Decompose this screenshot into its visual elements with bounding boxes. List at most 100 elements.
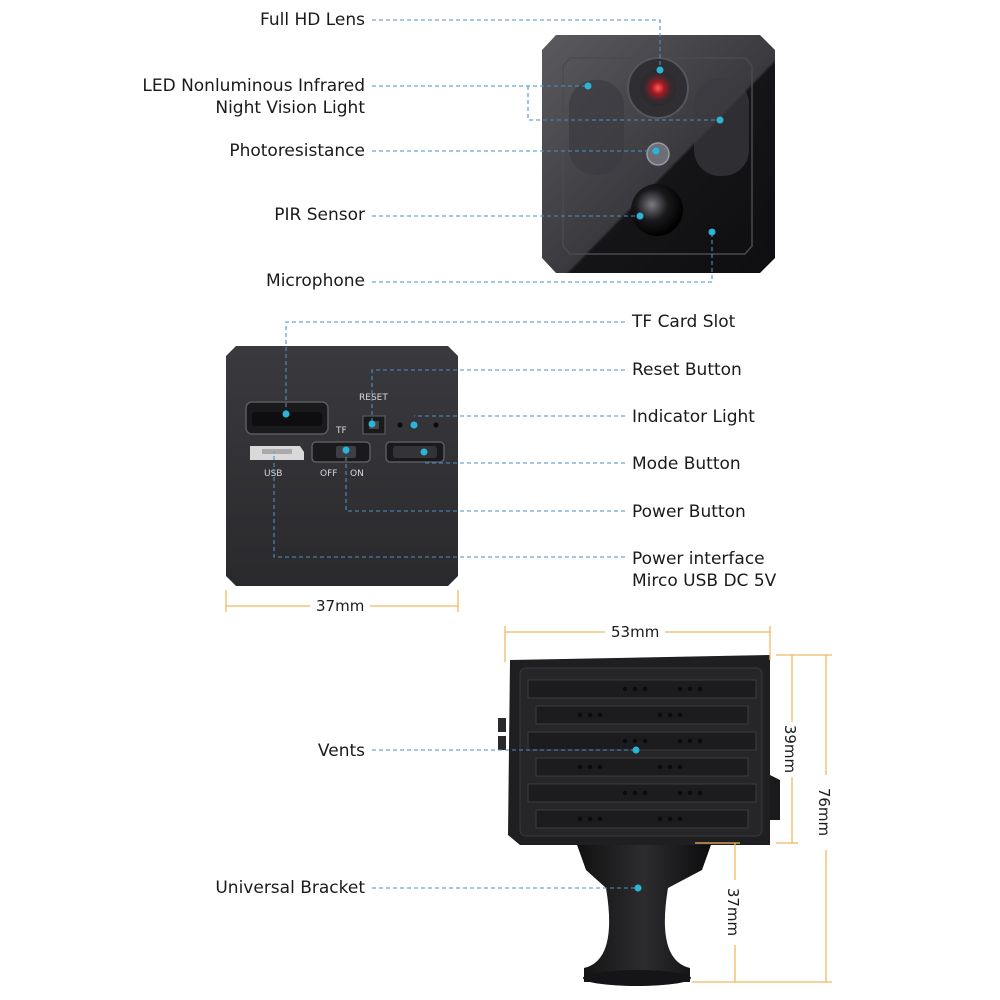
universal-bracket — [576, 842, 712, 982]
side-button-1 — [498, 718, 506, 732]
vent-hole — [657, 816, 663, 822]
dimension-bracket-height: 37mm — [724, 887, 743, 937]
ir-window-right — [694, 78, 749, 176]
dimension-lines — [225, 590, 832, 983]
usb-print: USB — [264, 469, 282, 479]
side-button-2 — [498, 736, 506, 750]
pir-sensor-icon — [631, 184, 683, 236]
label-vents: Vents — [317, 741, 365, 761]
vent-hole — [687, 686, 693, 692]
dot-pir — [636, 212, 644, 220]
label-pir-sensor: PIR Sensor — [274, 205, 365, 225]
dot-power — [342, 446, 350, 454]
vent-hole — [677, 764, 683, 770]
vent-hole — [587, 712, 593, 718]
vent-hole — [642, 686, 648, 692]
vent-hole — [642, 738, 648, 744]
on-print: ON — [350, 469, 364, 479]
indicator-light-hole — [397, 422, 403, 428]
side-view-camera: USB OFF ON TF RESET — [226, 346, 458, 586]
tf-card-slot-opening — [252, 412, 322, 426]
callout-dots — [282, 66, 724, 892]
vent-hole — [632, 686, 638, 692]
vent-hole — [657, 764, 663, 770]
vent-hole — [667, 816, 673, 822]
label-power-button: Power Button — [632, 502, 746, 522]
dot-vents — [632, 746, 640, 754]
dimension-body-height: 39mm — [781, 724, 800, 774]
mic-hole-side — [433, 422, 439, 428]
label-tf-card-slot: TF Card Slot — [632, 312, 736, 332]
label-full-hd-lens: Full HD Lens — [259, 10, 365, 30]
bracket-base — [583, 970, 691, 986]
label-universal-bracket: Universal Bracket — [215, 878, 365, 898]
mode-button-knob — [393, 446, 437, 458]
vent-hole — [657, 712, 663, 718]
vent-hole — [687, 738, 693, 744]
dimension-total-height: 76mm — [815, 787, 834, 837]
vent-hole — [677, 816, 683, 822]
vent-hole — [622, 790, 628, 796]
vent-hole — [677, 790, 683, 796]
ir-window-left — [569, 80, 624, 175]
vent-hole — [697, 790, 703, 796]
dimension-back-width: 53mm — [611, 623, 660, 641]
side-body — [226, 346, 458, 586]
leader-lines — [273, 19, 720, 889]
usb-port-inner — [262, 449, 292, 454]
vent-hole — [687, 790, 693, 796]
vent-hole — [597, 764, 603, 770]
vent-hole — [697, 738, 703, 744]
vent-slot — [535, 705, 749, 725]
label-reset-button: Reset Button — [632, 360, 742, 380]
vent-hole — [587, 764, 593, 770]
label-led-line2: Night Vision Light — [215, 98, 365, 118]
vent-slot — [535, 809, 749, 829]
back-view-camera — [498, 655, 780, 986]
vent-hole — [677, 712, 683, 718]
front-bezel — [562, 57, 753, 255]
label-mode-button: Mode Button — [632, 454, 741, 474]
dot-mode — [420, 448, 428, 456]
vent-hole — [577, 764, 583, 770]
full-hd-lens-icon — [640, 70, 676, 106]
vent-hole — [577, 712, 583, 718]
vent-hole — [577, 816, 583, 822]
front-view-camera — [542, 35, 775, 273]
vent-hole — [667, 712, 673, 718]
dimension-side-width: 37mm — [316, 597, 365, 615]
vent-hole — [667, 764, 673, 770]
tf-print: TF — [335, 426, 347, 436]
dot-ir-left — [584, 82, 592, 90]
vent-hole — [642, 790, 648, 796]
dot-microphone — [708, 228, 716, 236]
vent-hole — [697, 686, 703, 692]
vent-hole — [622, 686, 628, 692]
dot-bracket — [634, 884, 642, 892]
vent-hole — [677, 686, 683, 692]
dot-ir-right — [716, 116, 724, 124]
vent-slot — [527, 731, 757, 751]
vent-hole — [597, 816, 603, 822]
dot-lens — [656, 66, 664, 74]
dot-tf-slot — [282, 410, 290, 418]
vents-group — [527, 679, 757, 829]
dot-reset — [368, 420, 376, 428]
reset-print: RESET — [359, 393, 388, 403]
vent-hole — [677, 738, 683, 744]
dot-indicator — [410, 421, 418, 429]
label-led-line1: LED Nonluminous Infrared — [142, 76, 365, 96]
label-indicator-light: Indicator Light — [632, 407, 755, 427]
vent-slot — [527, 679, 757, 699]
vent-hole — [632, 790, 638, 796]
vent-hole — [587, 816, 593, 822]
vent-slot — [527, 783, 757, 803]
vent-hole — [632, 738, 638, 744]
off-print: OFF — [320, 469, 337, 479]
dot-photoresistance — [652, 147, 660, 155]
label-microphone: Microphone — [266, 271, 365, 291]
vent-hole — [597, 712, 603, 718]
photoresistor-icon — [646, 142, 670, 166]
